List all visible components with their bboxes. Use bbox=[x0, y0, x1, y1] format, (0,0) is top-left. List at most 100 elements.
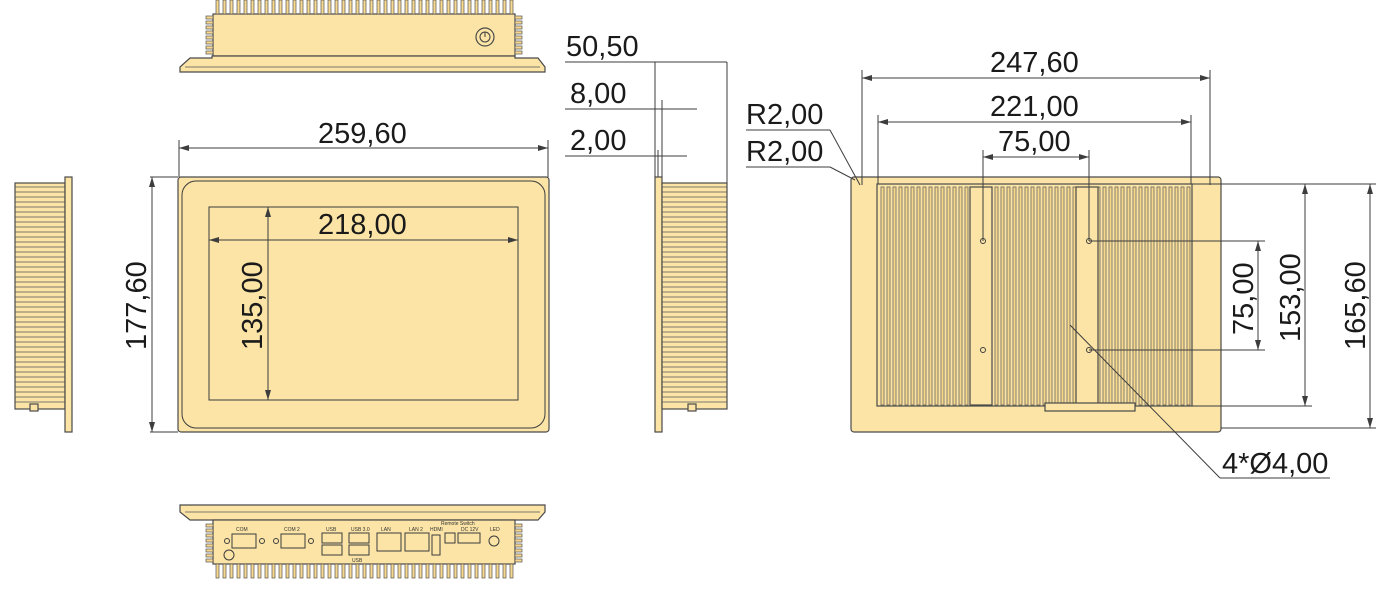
dim-back-width: 247,60 bbox=[990, 47, 1079, 79]
fin bbox=[205, 20, 214, 25]
fin bbox=[257, 0, 262, 15]
fin bbox=[215, 0, 220, 15]
fin bbox=[904, 186, 909, 406]
dc-in-port bbox=[457, 532, 481, 544]
fin bbox=[411, 563, 416, 579]
fin bbox=[1102, 186, 1107, 406]
svg-text:Remote Switch: Remote Switch bbox=[441, 521, 475, 527]
fin bbox=[306, 0, 311, 15]
fin bbox=[514, 533, 523, 538]
fin bbox=[418, 563, 423, 579]
com1-port bbox=[231, 533, 257, 549]
remote-switch bbox=[444, 532, 456, 544]
fin bbox=[397, 563, 402, 579]
fin bbox=[390, 563, 395, 579]
fin bbox=[355, 563, 360, 579]
usb3-port bbox=[348, 532, 370, 544]
dim-radius-1: R2,00 bbox=[746, 99, 823, 131]
fin bbox=[376, 563, 381, 579]
fin bbox=[514, 35, 523, 40]
dim-back-height: 165,60 bbox=[1340, 261, 1372, 350]
fin bbox=[205, 558, 214, 563]
fin bbox=[236, 0, 241, 15]
fin bbox=[257, 563, 262, 579]
fin bbox=[205, 35, 214, 40]
fin bbox=[341, 0, 346, 15]
fin bbox=[278, 0, 283, 15]
fin bbox=[205, 40, 214, 45]
fin bbox=[432, 0, 437, 15]
fin bbox=[205, 548, 214, 553]
fin bbox=[376, 0, 381, 15]
fin bbox=[264, 563, 269, 579]
fin bbox=[215, 563, 220, 579]
fin bbox=[243, 563, 248, 579]
fin bbox=[946, 186, 951, 406]
fin bbox=[362, 563, 367, 579]
front-view bbox=[177, 176, 550, 433]
right-side-view bbox=[654, 176, 728, 433]
fin bbox=[488, 0, 493, 15]
fin bbox=[474, 563, 479, 579]
fin bbox=[514, 45, 523, 50]
fin bbox=[292, 563, 297, 579]
fin bbox=[327, 0, 332, 15]
fin bbox=[306, 563, 311, 579]
fin bbox=[502, 563, 507, 579]
fin bbox=[271, 0, 276, 15]
svg-text:LAN 2: LAN 2 bbox=[409, 527, 423, 533]
fin bbox=[383, 0, 388, 15]
dim-height-front: 177,60 bbox=[121, 261, 153, 350]
io-ports: COM COM 2 USB USB 3.0 LAN LAN 2 HDMI Rem… bbox=[223, 521, 500, 564]
fin bbox=[439, 563, 444, 579]
fin bbox=[1132, 186, 1137, 406]
fin bbox=[205, 538, 214, 543]
fin bbox=[205, 15, 214, 20]
fin bbox=[313, 563, 318, 579]
fin bbox=[334, 0, 339, 15]
dim-back-fins-height: 153,00 bbox=[1275, 253, 1307, 342]
fin bbox=[488, 563, 493, 579]
screen-area bbox=[208, 206, 519, 401]
svg-text:LAN: LAN bbox=[381, 527, 391, 533]
fin bbox=[369, 563, 374, 579]
fin bbox=[514, 543, 523, 548]
fin bbox=[1012, 186, 1017, 406]
fin bbox=[514, 548, 523, 553]
usb-port bbox=[321, 532, 343, 544]
fin bbox=[474, 0, 479, 15]
fin bbox=[514, 558, 523, 563]
fin bbox=[362, 0, 367, 15]
fin bbox=[460, 563, 465, 579]
dim-radius-2: R2,00 bbox=[746, 136, 823, 168]
fin bbox=[320, 563, 325, 579]
fin bbox=[320, 0, 325, 15]
fin bbox=[509, 0, 514, 15]
fin bbox=[1156, 186, 1161, 406]
fin bbox=[205, 533, 214, 538]
fin bbox=[390, 0, 395, 15]
fin bbox=[453, 563, 458, 579]
fin bbox=[205, 45, 214, 50]
fin bbox=[327, 563, 332, 579]
fin bbox=[514, 50, 523, 55]
fin bbox=[1108, 186, 1113, 406]
fin bbox=[250, 0, 255, 15]
fin bbox=[418, 0, 423, 15]
fin bbox=[1060, 186, 1065, 406]
fin bbox=[369, 0, 374, 15]
fin bbox=[236, 563, 241, 579]
fin bbox=[514, 538, 523, 543]
fin bbox=[222, 0, 227, 15]
fin bbox=[1186, 186, 1191, 406]
fin bbox=[439, 0, 444, 15]
fin bbox=[1168, 186, 1173, 406]
fin bbox=[1048, 186, 1053, 406]
svg-text:DC 12V: DC 12V bbox=[461, 527, 479, 533]
fin bbox=[1024, 186, 1029, 406]
fin bbox=[1174, 186, 1179, 406]
fin bbox=[334, 563, 339, 579]
fin bbox=[1144, 186, 1149, 406]
fin bbox=[1000, 186, 1005, 406]
fin bbox=[514, 528, 523, 533]
